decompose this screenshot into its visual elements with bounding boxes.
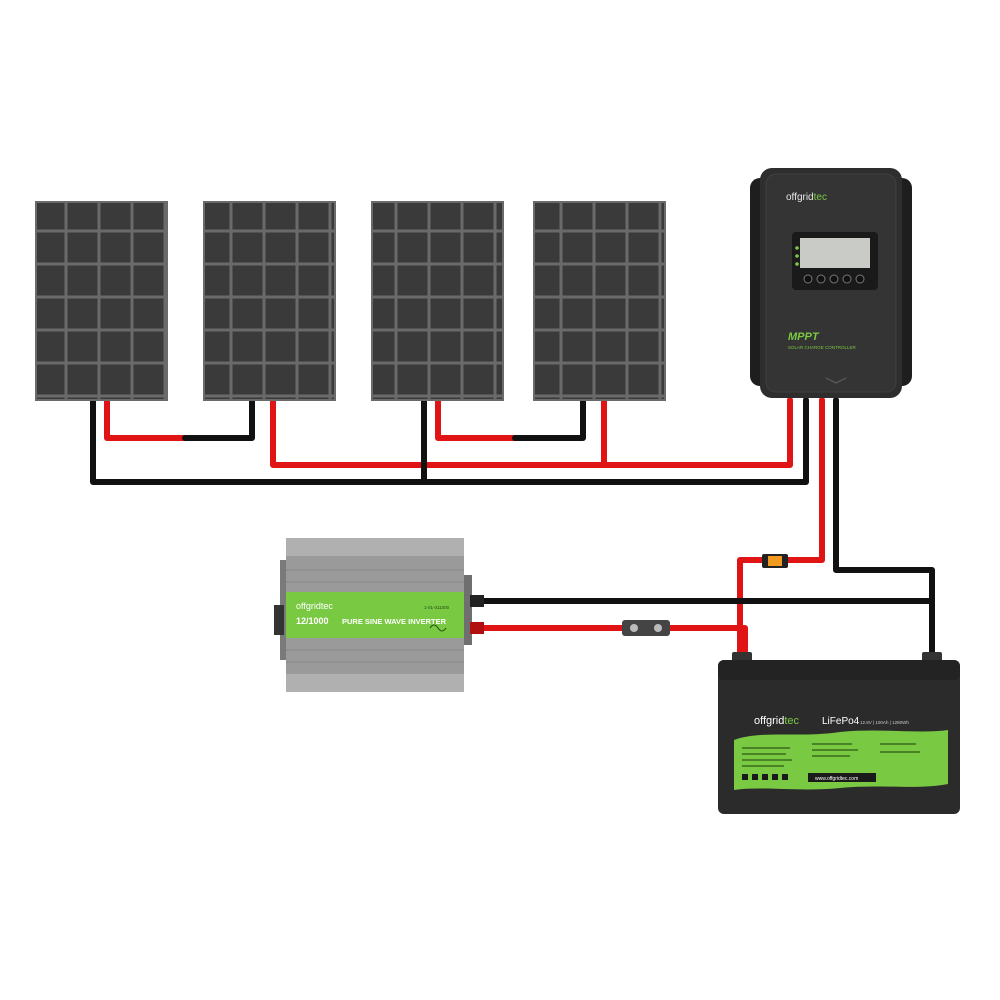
battery-chemistry: LiFePo4 [822, 716, 860, 727]
series-link-pair-1-neg [182, 397, 255, 441]
wiring [90, 397, 935, 658]
series-link-pair-2 [435, 397, 518, 441]
controller-buttons [803, 274, 865, 284]
controller-lcd-screen [800, 238, 870, 268]
inverter-code: 1-01-011000 [424, 605, 450, 610]
solar-panel-4 [533, 201, 666, 401]
controller-battery-positive [737, 397, 825, 658]
battery-warning-icons [742, 774, 788, 780]
inverter-positive-wire [477, 625, 748, 658]
inverter-label [286, 592, 464, 638]
solar-panel-2 [203, 201, 336, 401]
controller-brand: offgridtec [786, 192, 827, 203]
battery: offgridtec LiFePo4 12.8V | 100Ah | 1280W… [718, 652, 960, 814]
inverter-terminal-negative [470, 595, 484, 607]
sine-wave-icon [429, 624, 447, 632]
battery-website-bar [808, 773, 876, 782]
controller-model: MPPT [788, 331, 820, 343]
array-positive-wire [270, 397, 793, 468]
anl-fuse [622, 620, 670, 636]
series-link-pair-2-neg [512, 397, 586, 441]
array-negative-wire [90, 397, 809, 485]
solar-panel-1 [35, 201, 168, 401]
inverter-terminal-positive [470, 622, 484, 634]
series-link-pair-1 [104, 397, 188, 441]
battery-spec: 12.8V | 100Ah | 1280Wh [860, 720, 909, 725]
controller-battery-negative [833, 397, 935, 658]
controller-subtitle: SOLAR CHARGE CONTROLLER [788, 345, 857, 350]
inverter-brand: offgridtec [296, 601, 333, 611]
inverter-rating: 12/1000 [296, 616, 329, 626]
solar-panel-3 [371, 201, 504, 401]
inverter-name: PURE SINE WAVE INVERTER [342, 617, 447, 626]
battery-brand: offgridtec [754, 715, 800, 727]
inverter: offgridtec 1-01-011000 12/1000 PURE SINE… [274, 538, 484, 692]
inverter-ac-outlet [274, 605, 284, 635]
charge-controller: offgridtec MPPT SOLAR CHARGE CONTROLLER [750, 168, 912, 398]
battery-label-text-lines [742, 743, 920, 767]
inline-fuse [762, 554, 788, 568]
controller-status-leds [795, 246, 799, 266]
controller-vent [825, 377, 847, 384]
battery-website: www.offgridtec.com [815, 776, 858, 782]
